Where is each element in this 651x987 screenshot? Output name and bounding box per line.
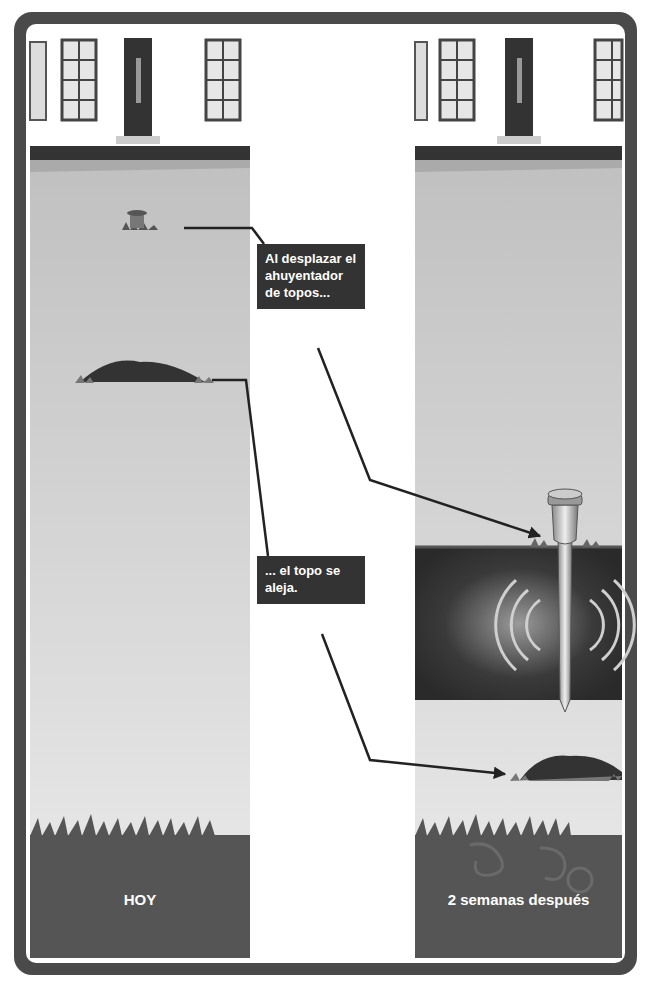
- time-label: HOY: [124, 890, 157, 910]
- time-label: 2 semanas después: [448, 890, 590, 910]
- ground-band: [415, 835, 622, 958]
- callout-text: Al desplazar el ahuyentador de topos...: [265, 251, 357, 302]
- callout-box: ... el topo se aleja.: [257, 556, 365, 604]
- ground-band: [30, 835, 250, 958]
- time-band: HOY: [30, 850, 250, 950]
- frame: [14, 12, 637, 975]
- house-left: [30, 28, 250, 172]
- mole-repeller-small: [122, 210, 158, 230]
- callout-box: Al desplazar el ahuyentador de topos...: [257, 244, 365, 309]
- house-right: [415, 28, 622, 172]
- callout-text: ... el topo se aleja.: [265, 563, 357, 597]
- mole-repeller: [530, 489, 600, 712]
- left-panel: [30, 28, 250, 958]
- right-panel: [415, 28, 622, 958]
- time-band: 2 semanas después: [415, 850, 622, 950]
- underground-section: [415, 547, 634, 700]
- molehill: [510, 756, 622, 782]
- mole-tunnels: [470, 844, 592, 892]
- molehill-small: [75, 361, 214, 383]
- leader-lines: [184, 228, 540, 774]
